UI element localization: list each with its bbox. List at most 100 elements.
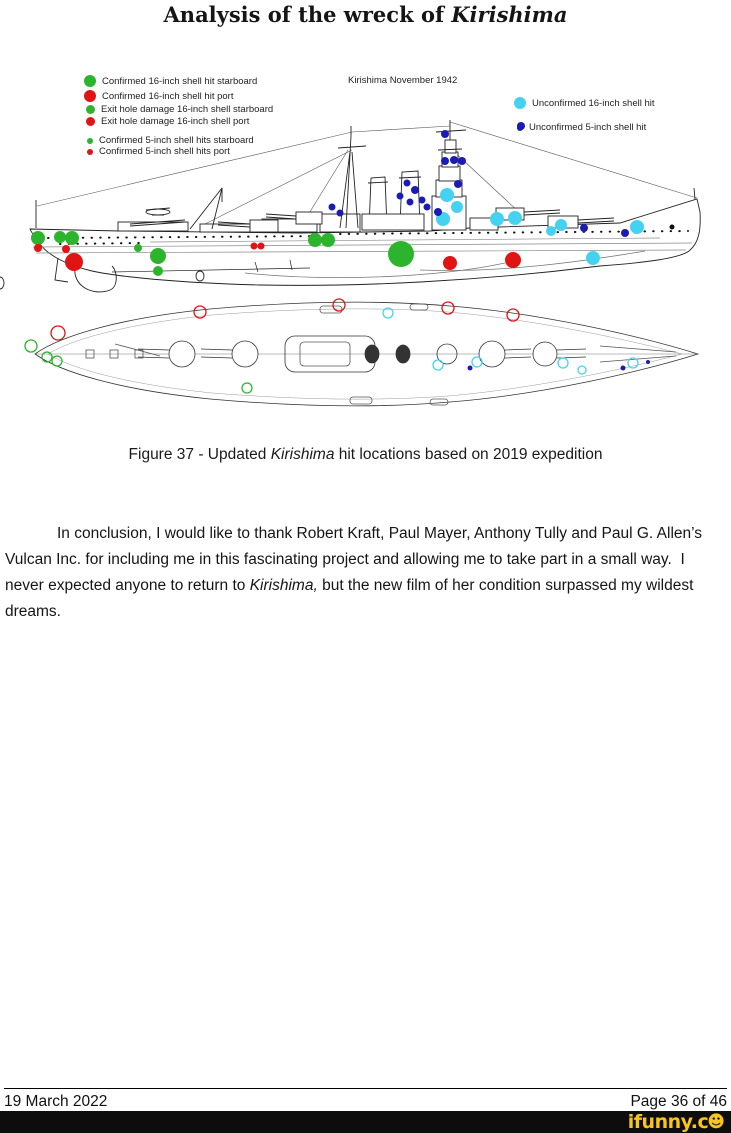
red-hit-marker [332, 298, 346, 312]
blue-hit-marker [423, 203, 431, 211]
red-hit-marker [257, 242, 265, 250]
green-hit-marker [134, 244, 142, 252]
caption-suffix: hit locations based on 2019 expedition [334, 446, 603, 463]
ship-plan-drawing [34, 301, 700, 407]
red-hit-marker [506, 308, 520, 322]
green-hit-marker [388, 241, 414, 267]
footer-page-number: Page 36 of 46 [630, 1093, 727, 1110]
cyan-hit-marker [451, 201, 463, 213]
green-hit-marker [54, 231, 66, 243]
green-hit-marker [150, 248, 166, 264]
blue-hit-marker [411, 186, 419, 194]
blue-hit-marker [406, 198, 414, 206]
legend-item: Confirmed 16-inch shell hit port [84, 90, 273, 102]
page-title-text: Analysis of the wreck of [163, 2, 452, 27]
blue-hit-marker [441, 130, 449, 138]
smiley-icon: ☻ [707, 1112, 725, 1132]
cyan-hit-marker [586, 251, 600, 265]
kirishima-hit-diagram [0, 120, 701, 407]
caption-prefix: Figure 37 - Updated [128, 446, 271, 463]
legend-left: Confirmed 16-inch shell hit starboard Co… [84, 75, 273, 157]
footer-divider [4, 1088, 727, 1089]
green-hit-marker [65, 231, 79, 245]
cyan-hit-marker [546, 226, 556, 236]
red-dot-icon [87, 148, 93, 155]
cyan-hit-marker [490, 212, 504, 226]
cyan-hit-marker [440, 188, 454, 202]
caption-ship-name: Kirishima [270, 446, 335, 463]
green-hit-marker [308, 233, 322, 247]
green-hit-marker [41, 351, 53, 363]
green-hit-marker [24, 339, 38, 353]
legend-item: Exit hole damage 16-inch shell port [84, 116, 273, 127]
cyan-dot-icon [514, 97, 526, 109]
body-ship-name: Kirishima, [249, 577, 318, 594]
legend-label: Confirmed 5-inch shell hits port [99, 146, 230, 157]
footer-date: 19 March 2022 [4, 1093, 108, 1110]
cyan-hit-marker [508, 211, 522, 225]
legend-right: Unconfirmed 16-inch shell hit Unconfirme… [514, 97, 655, 133]
blue-hit-marker [336, 209, 344, 217]
cyan-hit-marker [555, 219, 567, 231]
blue-hit-marker [646, 360, 650, 364]
legend-item: Confirmed 16-inch shell hit starboard [84, 75, 273, 87]
red-hit-marker [250, 242, 258, 250]
legend-label: Unconfirmed 16-inch shell hit [532, 97, 655, 109]
watermark-bar: ifunny.c ☻ [0, 1111, 731, 1133]
red-dot-icon [86, 117, 95, 126]
legend-item: Confirmed 5-inch shell hits port [84, 146, 273, 157]
blue-hit-marker [454, 180, 462, 188]
red-hit-marker [193, 305, 207, 319]
legend-item: Unconfirmed 5-inch shell hit [514, 122, 655, 133]
red-hit-marker [441, 301, 455, 315]
ifunny-logo: ifunny.c [627, 1111, 709, 1133]
figure-caption: Figure 37 - Updated Kirishima hit locati… [0, 446, 731, 464]
legend-item: Confirmed 5-inch shell hits starboard [84, 135, 273, 146]
blue-hit-marker [450, 156, 458, 164]
green-hit-marker [51, 355, 63, 367]
blue-hit-marker [434, 208, 442, 216]
legend-label: Exit hole damage 16-inch shell port [101, 116, 250, 127]
page-title-ship-name: Kirishima [451, 2, 568, 27]
green-hit-marker [321, 233, 335, 247]
body-text-segment: but the new film of her condition surpas… [5, 577, 694, 620]
figure-37: Confirmed 16-inch shell hit starboard Co… [0, 0, 731, 430]
green-hit-marker [241, 382, 253, 394]
blue-hit-marker [621, 229, 629, 237]
blue-hit-marker [580, 224, 588, 232]
red-hit-marker [443, 256, 457, 270]
cyan-hit-marker [630, 220, 644, 234]
green-dot-icon [86, 105, 95, 114]
blue-hit-marker [441, 157, 449, 165]
cyan-hit-marker [577, 365, 587, 375]
blue-dot-icon [517, 124, 523, 131]
cyan-hit-marker [382, 307, 394, 319]
body-paragraph: In conclusion, I would like to thank Rob… [5, 521, 726, 625]
red-hit-marker [34, 244, 42, 252]
blue-hit-marker [396, 192, 404, 200]
legend-label: Confirmed 5-inch shell hits starboard [99, 135, 254, 146]
legend-label: Exit hole damage 16-inch shell starboard [101, 104, 274, 115]
blue-hit-marker [467, 365, 473, 371]
blue-hit-marker [418, 196, 426, 204]
red-hit-marker [65, 253, 83, 271]
green-dot-icon [87, 137, 93, 144]
legend-label: Confirmed 16-inch shell hit starboard [102, 75, 258, 87]
diagram-title: Kirishima November 1942 [348, 75, 458, 86]
blue-hit-marker [458, 157, 466, 165]
green-hit-marker [153, 266, 163, 276]
red-hit-marker [62, 245, 70, 253]
body-text-segment: In conclusion, I would like to thank Rob… [5, 525, 703, 594]
blue-hit-marker [620, 365, 626, 371]
cyan-hit-marker [627, 357, 639, 369]
red-dot-icon [84, 90, 96, 102]
green-hit-marker [31, 231, 45, 245]
blue-hit-marker [403, 179, 411, 187]
plan-hit-markers [24, 298, 650, 394]
cyan-hit-marker [432, 359, 444, 371]
legend-label: Unconfirmed 5-inch shell hit [529, 122, 647, 133]
profile-hit-markers [31, 122, 644, 276]
legend-label: Confirmed 16-inch shell hit port [102, 90, 234, 102]
page-title: Analysis of the wreck of Kirishima [0, 2, 731, 27]
cyan-hit-marker [471, 356, 483, 368]
